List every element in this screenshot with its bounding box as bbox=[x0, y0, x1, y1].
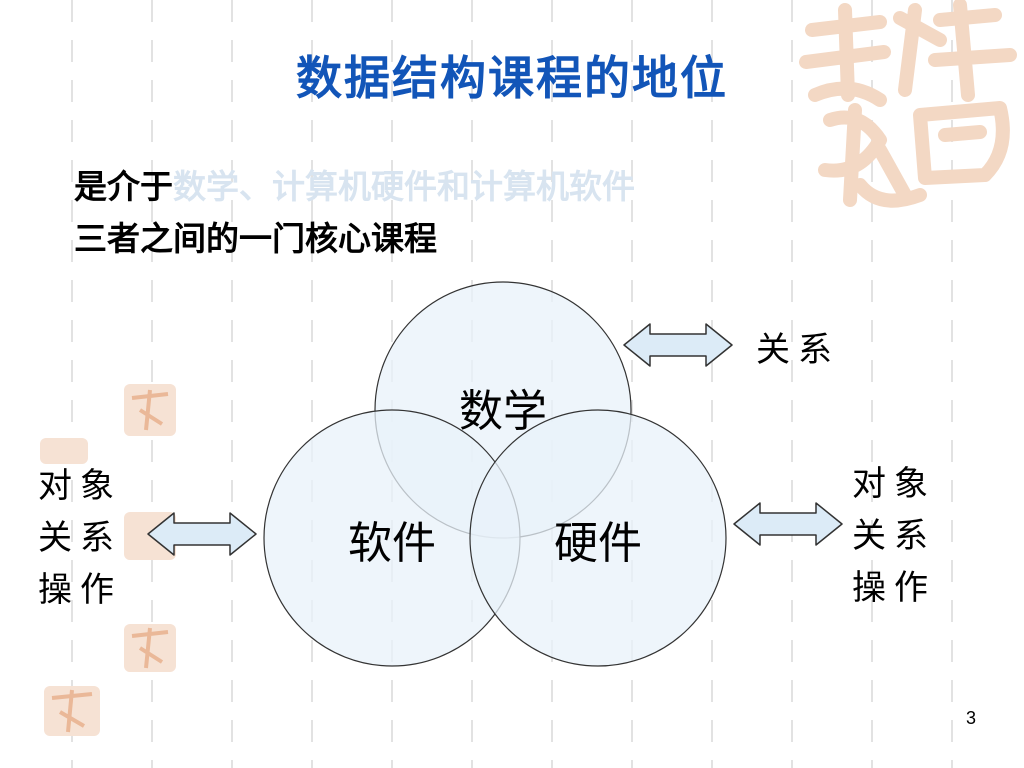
seal-stamp bbox=[44, 686, 100, 736]
hardware-circle bbox=[469, 409, 727, 667]
aspect-item: 操作 bbox=[852, 568, 936, 608]
intro-text: 是介于 bbox=[74, 167, 173, 206]
aspect-item: 关系 bbox=[38, 518, 122, 558]
software-label: 软件 bbox=[348, 518, 436, 569]
aspect-item: 关系 bbox=[852, 516, 936, 556]
seal-stamp bbox=[124, 624, 176, 672]
left-aspect-list: 对象 关系 操作 bbox=[38, 460, 122, 616]
right-aspect-list: 对象 关系 操作 bbox=[852, 458, 936, 614]
hardware-label: 硬件 bbox=[554, 518, 642, 569]
seal-stamp bbox=[40, 438, 88, 464]
intro-highlight-text: 数学、计算机硬件和计算机软件 bbox=[173, 167, 635, 206]
aspect-item: 对象 bbox=[38, 466, 122, 506]
relation-legend-label: 关系 bbox=[756, 330, 840, 370]
intro-line-2: 三者之间的一门核心课程 bbox=[74, 219, 437, 258]
math-label: 数学 bbox=[459, 386, 547, 437]
left-double-arrow-icon bbox=[147, 512, 257, 556]
seal-stamp bbox=[124, 384, 176, 436]
aspect-item: 对象 bbox=[852, 464, 936, 504]
relation-double-arrow-icon bbox=[623, 323, 733, 367]
right-double-arrow-icon bbox=[733, 502, 843, 546]
intro-line-1: 是介于数学、计算机硬件和计算机软件 bbox=[74, 160, 635, 208]
page-number: 3 bbox=[966, 708, 977, 728]
aspect-item: 操作 bbox=[38, 570, 122, 610]
calligraphy-watermark bbox=[799, 0, 1017, 208]
slide-title: 数据结构课程的地位 bbox=[296, 51, 728, 105]
